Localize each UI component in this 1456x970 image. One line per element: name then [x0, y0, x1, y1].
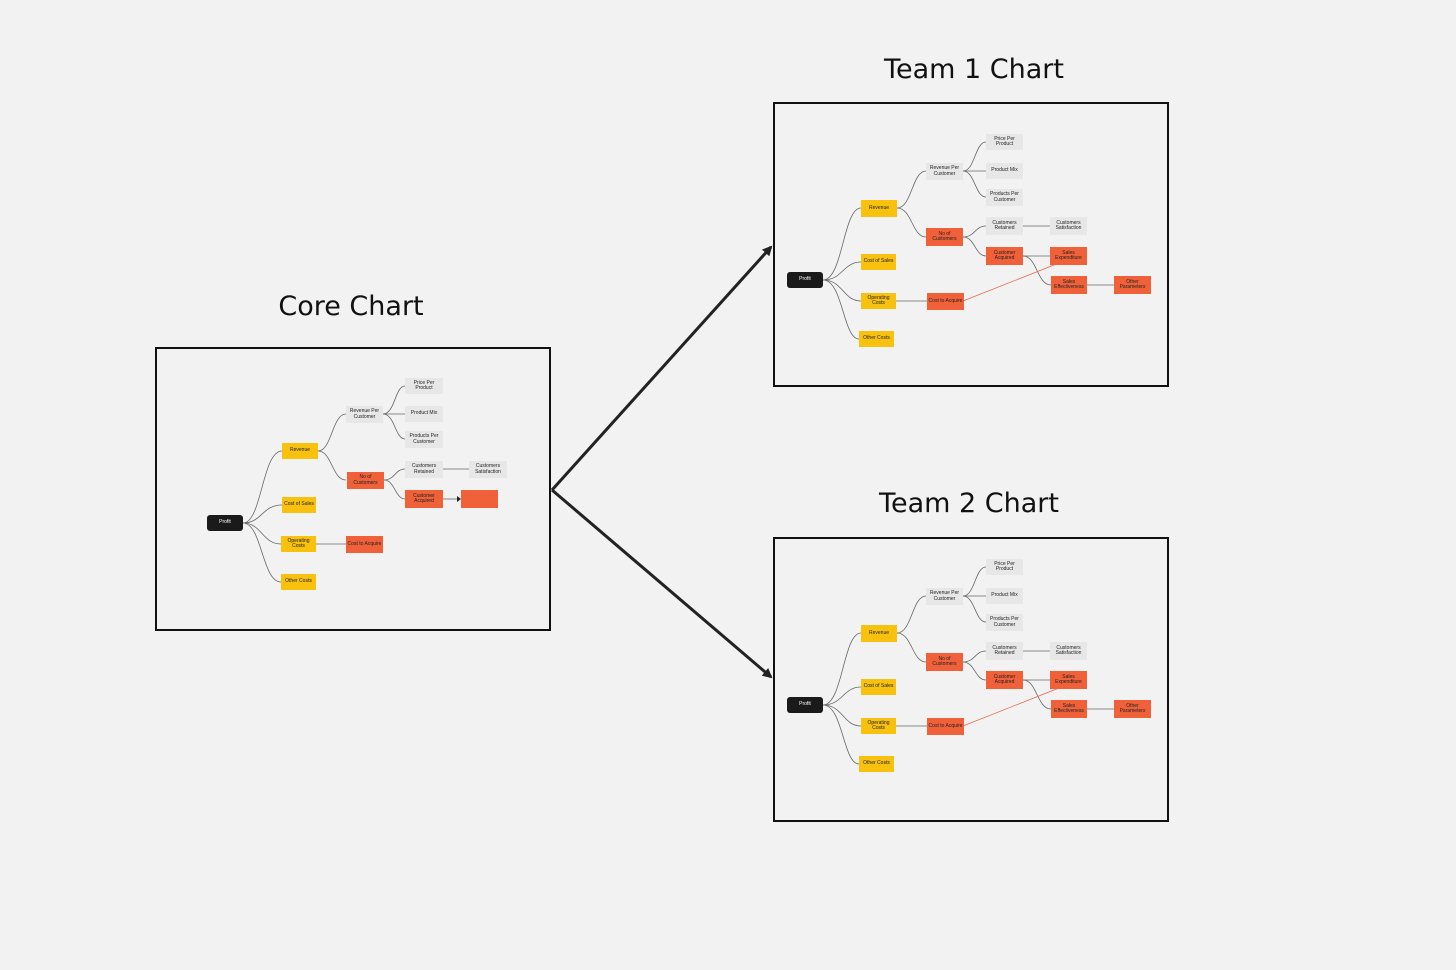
other-costs-node[interactable]: Other Costs — [859, 756, 894, 772]
no-of-customers-node[interactable]: No of Customers — [926, 228, 963, 246]
product-mix-node[interactable]: Product Mix — [986, 163, 1023, 179]
team1-chart-title: Team 1 Chart — [884, 54, 1064, 85]
arrow-to-team2 — [551, 488, 773, 679]
revenue-node[interactable]: Revenue — [282, 443, 318, 459]
price-per-product-node[interactable]: Price Per Product — [986, 134, 1023, 150]
customer-acquired-node[interactable]: Customer Acquired — [986, 671, 1023, 689]
core-chart-frame[interactable]: Profit Revenue Cost of Sales Operating C… — [155, 347, 551, 631]
sales-effectiveness-node[interactable]: Sales Effectiveness — [1051, 276, 1087, 294]
customers-satisfaction-node[interactable]: Customers Satisfaction — [469, 461, 507, 478]
other-costs-node[interactable]: Other Costs — [281, 574, 316, 590]
operating-costs-node[interactable]: Operating Costs — [861, 293, 896, 309]
profit-node[interactable]: Profit — [787, 697, 823, 713]
customers-satisfaction-node[interactable]: Customers Satisfaction — [1050, 642, 1087, 660]
other-parameters-node[interactable]: Other Parameters — [1114, 276, 1151, 294]
team1-chart-frame[interactable]: Profit Revenue Cost of Sales Operating C… — [773, 102, 1169, 387]
other-costs-node[interactable]: Other Costs — [859, 331, 894, 347]
products-per-customer-node[interactable]: Products Per Customer — [986, 189, 1023, 206]
cost-of-sales-node[interactable]: Cost of Sales — [282, 497, 316, 513]
revenue-per-customer-node[interactable]: Revenue Per Customer — [926, 163, 963, 180]
arrow-to-team1 — [550, 245, 773, 492]
revenue-node[interactable]: Revenue — [861, 200, 897, 217]
revenue-node[interactable]: Revenue — [861, 625, 897, 642]
product-mix-node[interactable]: Product Mix — [986, 588, 1023, 604]
operating-costs-node[interactable]: Operating Costs — [861, 718, 896, 734]
team2-chart-title: Team 2 Chart — [879, 488, 1059, 519]
customer-acquired-node[interactable]: Customer Acquired — [405, 490, 443, 508]
profit-node[interactable]: Profit — [787, 272, 823, 288]
core-chart-title: Core Chart — [278, 291, 424, 322]
products-per-customer-node[interactable]: Products Per Customer — [405, 431, 443, 448]
cost-to-acquire-node[interactable]: Cost to Acquire — [346, 536, 383, 553]
team1-connectors — [822, 141, 1114, 340]
profit-node[interactable]: Profit — [207, 515, 243, 531]
revenue-per-customer-node[interactable]: Revenue Per Customer — [926, 588, 963, 605]
revenue-per-customer-node[interactable]: Revenue Per Customer — [346, 406, 383, 423]
cost-of-sales-node[interactable]: Cost of Sales — [861, 679, 896, 695]
price-per-product-node[interactable]: Price Per Product — [405, 378, 443, 394]
products-per-customer-node[interactable]: Products Per Customer — [986, 614, 1023, 631]
product-mix-node[interactable]: Product Mix — [405, 406, 443, 422]
no-of-customers-node[interactable]: No of Customers — [926, 653, 963, 671]
sales-effectiveness-node[interactable]: Sales Effectiveness — [1051, 700, 1087, 718]
customers-retained-node[interactable]: Customers Retained — [986, 642, 1023, 660]
operating-costs-node[interactable]: Operating Costs — [281, 536, 316, 552]
no-of-customers-node[interactable]: No of Customers — [347, 472, 384, 489]
team2-chart-frame[interactable]: Profit Revenue Cost of Sales Operating C… — [773, 537, 1169, 822]
team2-connectors — [822, 566, 1114, 765]
other-parameters-node[interactable]: Other Parameters — [1114, 700, 1151, 718]
price-per-product-node[interactable]: Price Per Product — [986, 559, 1023, 575]
core-connectors — [242, 385, 469, 583]
cost-to-acquire-node[interactable]: Cost to Acquire — [927, 718, 964, 735]
blank-node[interactable] — [461, 490, 498, 508]
customer-acquired-node[interactable]: Customer Acquired — [986, 247, 1023, 265]
customers-retained-node[interactable]: Customers Retained — [986, 217, 1023, 235]
sales-expenditure-node[interactable]: Sales Expenditure — [1050, 671, 1087, 689]
cost-of-sales-node[interactable]: Cost of Sales — [861, 254, 896, 270]
sales-expenditure-node[interactable]: Sales Expenditure — [1050, 247, 1087, 265]
cost-to-acquire-node[interactable]: Cost to Acquire — [927, 293, 964, 310]
customers-satisfaction-node[interactable]: Customers Satisfaction — [1050, 217, 1087, 235]
customers-retained-node[interactable]: Customers Retained — [405, 461, 443, 478]
